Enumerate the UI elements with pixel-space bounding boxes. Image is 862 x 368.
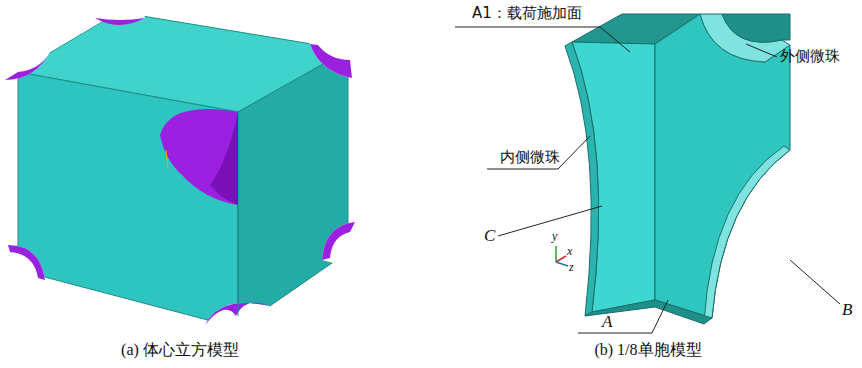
corner-cut bbox=[5, 12, 118, 80]
axis-triad bbox=[556, 246, 568, 266]
face-letter: C bbox=[484, 226, 495, 246]
corner-cut bbox=[322, 222, 360, 270]
axis-z bbox=[556, 262, 568, 266]
corner-cut bbox=[90, 0, 145, 24]
callout-label: A1：载荷施加面 bbox=[472, 4, 582, 22]
right-face bbox=[238, 50, 348, 328]
axis-label: z bbox=[569, 260, 574, 274]
outer-bead-surface bbox=[700, 14, 790, 62]
cavity bbox=[5, 52, 50, 80]
cavity bbox=[95, 18, 145, 25]
corner-cut bbox=[300, 30, 360, 78]
bead-edge bbox=[704, 146, 790, 322]
cavity bbox=[310, 44, 352, 78]
axis-y bbox=[555, 246, 557, 262]
cavity-shade bbox=[210, 112, 238, 205]
corner-cut bbox=[5, 245, 45, 290]
leader-line bbox=[790, 260, 840, 304]
axis-label: x bbox=[567, 244, 572, 258]
callout-label: 内侧微珠 bbox=[500, 148, 560, 166]
cavity bbox=[322, 222, 355, 260]
left-face bbox=[18, 72, 238, 328]
axis-x bbox=[556, 256, 566, 262]
subfigure-caption: (a) 体心立方模型 bbox=[121, 340, 239, 359]
face-letter: B bbox=[842, 300, 852, 320]
leader-line bbox=[746, 44, 777, 57]
front-edge bbox=[238, 205, 239, 316]
leader-line bbox=[578, 300, 668, 333]
cavity bbox=[160, 109, 238, 205]
leader-line bbox=[455, 27, 630, 52]
subfigure-caption: (b) 1/8单胞模型 bbox=[594, 340, 701, 359]
leader-lines bbox=[455, 27, 840, 333]
eighth-cell-model bbox=[565, 14, 790, 324]
bcc-model bbox=[5, 0, 360, 340]
leader-line bbox=[487, 136, 590, 169]
inner-bead-surface bbox=[565, 42, 599, 316]
outer-top bbox=[722, 14, 790, 42]
axis-mark bbox=[166, 150, 168, 168]
face-letter: A bbox=[602, 312, 612, 332]
outer-cut bbox=[700, 14, 790, 62]
leader-line bbox=[498, 206, 602, 236]
axis-label: y bbox=[552, 229, 557, 243]
cavity bbox=[8, 245, 45, 280]
callout-label: 外侧微珠 bbox=[780, 47, 840, 65]
